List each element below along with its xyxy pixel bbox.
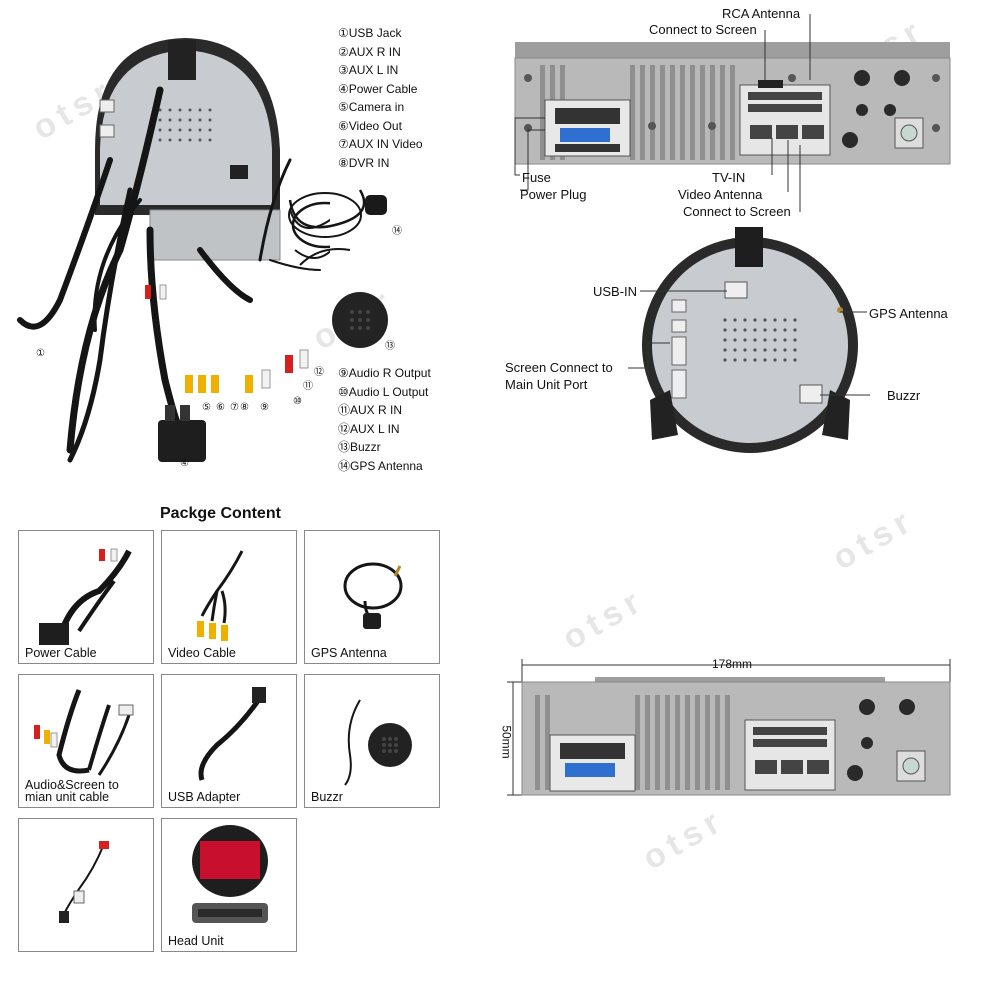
watermark: otsr — [556, 580, 652, 658]
marker-14: ⑭ — [392, 226, 402, 237]
label-fuse: Fuse — [522, 170, 551, 185]
legend-item: ⑬Buzzr — [338, 440, 381, 454]
label-gps-antenna: GPS Antenna — [869, 306, 948, 321]
gps-antenna-image — [343, 562, 403, 629]
label-rca-antenna: RCA Antenna — [722, 6, 801, 21]
legend-item: ⑪AUX R IN — [338, 403, 403, 417]
rear-panel-diagram — [514, 14, 951, 212]
legend-item: ②AUX R IN — [338, 44, 401, 59]
buzzer-image — [344, 699, 412, 786]
label-power-plug: Power Plug — [520, 187, 587, 202]
gps-antenna-and-buzzer — [288, 189, 388, 348]
legend-item: ⑤Camera in — [338, 100, 405, 114]
package-item-label: Video Cable — [168, 646, 236, 660]
package-item-label: Audio&Screen to mian unit cable — [25, 778, 119, 804]
marker-12: ⑫ — [314, 367, 324, 378]
legend-item: ⑧DVR IN — [338, 155, 390, 170]
dimension-width: 178mm — [712, 657, 753, 671]
cable-image — [59, 841, 109, 923]
package-item-label: Power Cable — [25, 646, 97, 660]
label-screen-connect-2: Main Unit Port — [505, 377, 588, 392]
watermark: otsr — [826, 500, 922, 578]
label-screen-connect-1: Screen Connect to — [505, 360, 613, 375]
package-item-label: Buzzr — [311, 790, 343, 804]
marker-13: ⑬ — [385, 341, 395, 352]
dimension-diagram — [507, 659, 951, 796]
package-item-gps-antenna: GPS Antenna — [304, 530, 440, 664]
marker-1: ① — [36, 348, 45, 359]
legend-item: ⑥Video Out — [338, 118, 402, 133]
video-cable-image — [197, 550, 244, 641]
marker-6: ⑥ — [216, 402, 225, 413]
package-item-usb-adapter: USB Adapter — [161, 674, 297, 808]
label-buzzr: Buzzr — [887, 388, 921, 403]
head-unit-image — [192, 825, 268, 923]
marker-4: ④ — [180, 458, 189, 469]
legend-item: ⑦AUX IN Video — [338, 137, 423, 151]
dimension-height: 50mm — [499, 725, 514, 759]
marker-11: ⑪ — [303, 381, 313, 392]
package-title: Packge Content — [160, 505, 281, 522]
package-item-power-cable: Power Cable — [18, 530, 154, 664]
package-item-buzzr: Buzzr — [304, 674, 440, 808]
package-item-label: GPS Antenna — [311, 646, 387, 660]
marker-5: ⑤ — [202, 402, 211, 413]
power-cable-image — [39, 548, 132, 645]
marker-10: ⑩ — [293, 396, 302, 407]
label-connect-screen-bottom: Connect to Screen — [683, 204, 791, 219]
label-usb-in: USB-IN — [593, 284, 638, 299]
marker-7: ⑦ — [230, 402, 239, 413]
legend-item: ⑩Audio L Output — [338, 384, 429, 399]
package-item-label: Head Unit — [168, 934, 224, 948]
package-item-audio-screen-cable: Audio&Screen to mian unit cable — [18, 674, 154, 808]
legend-item: ⑨Audio R Output — [338, 366, 431, 380]
legend-item: ⑭GPS Antenna — [338, 458, 423, 473]
package-item-head-unit: Head Unit — [161, 818, 297, 952]
usb-adapter-image — [198, 687, 266, 781]
legend-item: ⑫AUX L IN — [338, 421, 400, 436]
legend-item: ①USB Jack — [338, 26, 402, 40]
legend-top: ①USB Jack ②AUX R IN ③AUX L IN ④Power Cab… — [338, 24, 423, 172]
package-item-label: USB Adapter — [168, 790, 241, 804]
wiring-harness-diagram — [17, 38, 330, 463]
audio-screen-cable-image — [34, 689, 134, 776]
package-item-video-cable: Video Cable — [161, 530, 297, 664]
label-tv-in: TV-IN — [712, 170, 746, 185]
legend-item: ③AUX L IN — [338, 63, 399, 77]
package-item-cable — [18, 818, 154, 952]
watermark: otsr — [636, 800, 732, 878]
legend-bottom: ⑨Audio R Output ⑩Audio L Output ⑪AUX R I… — [338, 364, 431, 475]
marker-9: ⑨ — [260, 402, 269, 413]
legend-item: ④Power Cable — [338, 81, 418, 96]
label-connect-screen-top: Connect to Screen — [649, 22, 757, 37]
label-video-antenna: Video Antenna — [678, 187, 763, 202]
marker-8: ⑧ — [240, 402, 249, 413]
round-unit-callouts — [628, 290, 870, 396]
